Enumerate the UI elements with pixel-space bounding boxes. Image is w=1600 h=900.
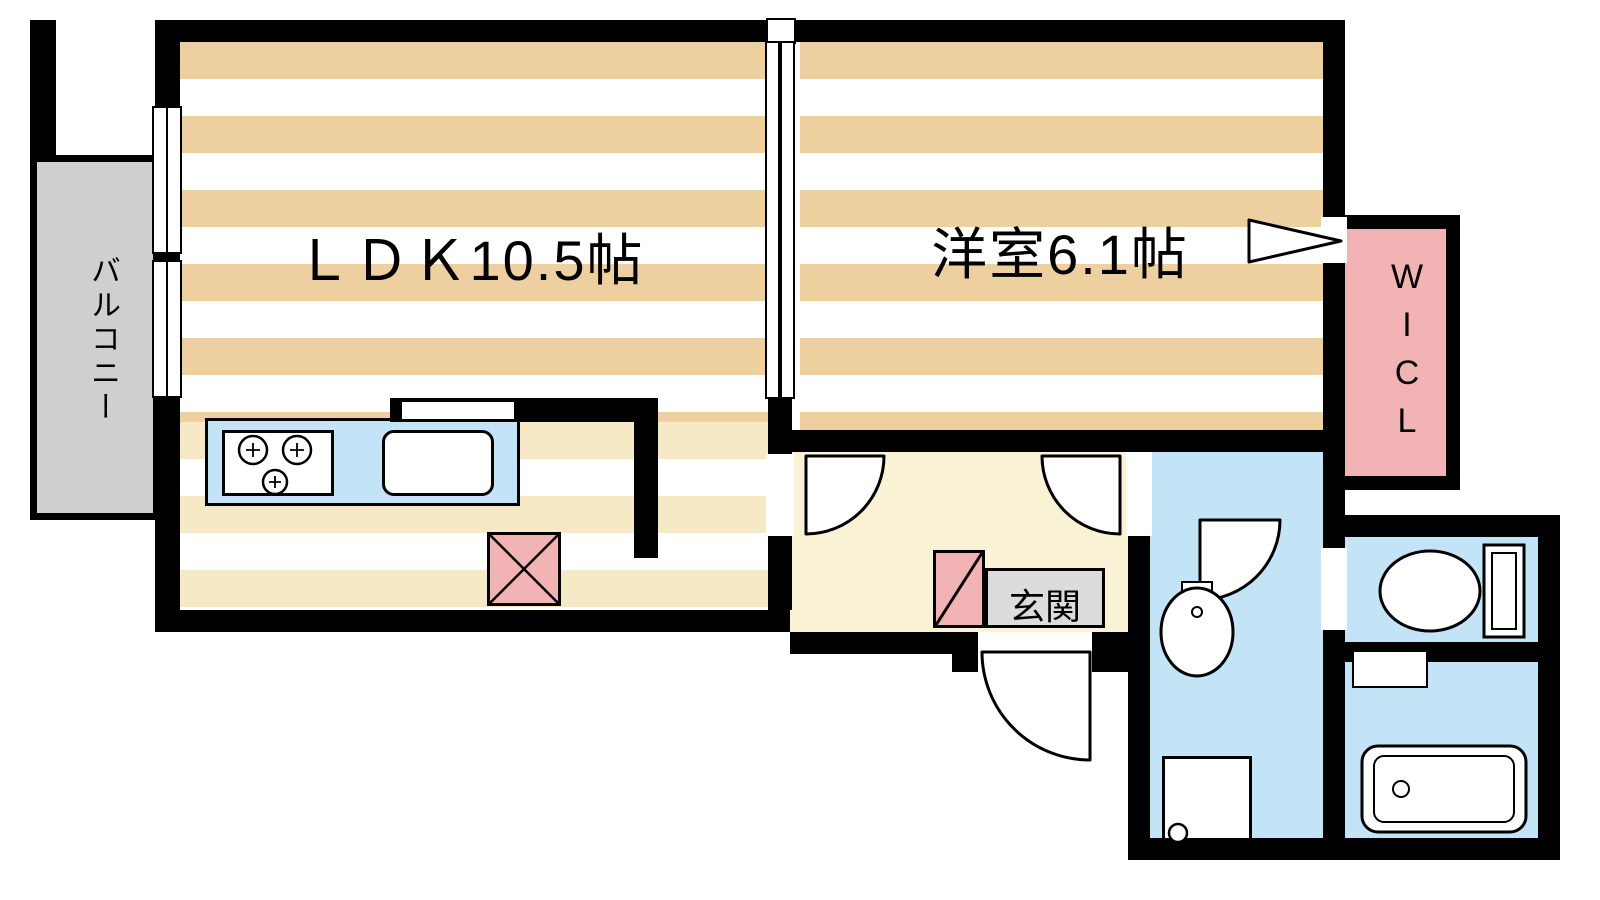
wall-segment xyxy=(1446,215,1460,490)
entrance-label: 玄関 xyxy=(1008,586,1081,627)
front-door xyxy=(933,550,985,628)
walk-in-closet-floor xyxy=(1345,229,1446,476)
sliding-partition xyxy=(765,41,795,399)
wall-segment xyxy=(1345,215,1460,229)
wall-segment xyxy=(790,632,960,654)
western-room-label: 洋室6.1帖 xyxy=(931,223,1189,286)
wall-segment xyxy=(1538,515,1560,860)
closet-door-opening xyxy=(1321,217,1347,263)
pipe-space-box xyxy=(487,532,561,606)
washroom-door-opening xyxy=(1126,452,1152,536)
wall-segment xyxy=(952,632,978,672)
wall-segment xyxy=(1128,452,1150,860)
window xyxy=(152,106,182,254)
ldk-label: ＬＤＫ10.5帖 xyxy=(295,229,645,292)
wall-segment xyxy=(1323,20,1345,860)
wall-segment xyxy=(1092,632,1128,672)
wall-segment xyxy=(1345,476,1460,490)
wall-segment xyxy=(786,430,1345,452)
wall-segment xyxy=(30,20,56,160)
kitchen-sink xyxy=(382,430,494,496)
wall-segment xyxy=(1128,838,1560,860)
pass-through-window xyxy=(400,400,516,421)
western-room-floor xyxy=(800,42,1323,430)
wall-segment xyxy=(1345,515,1560,537)
door-opening xyxy=(766,454,794,536)
bathroom-floor xyxy=(1345,662,1538,838)
wall-break xyxy=(766,18,796,44)
walk-in-closet-label: WICL xyxy=(1388,258,1426,450)
bathroom-door xyxy=(1352,650,1428,688)
balcony-label: バルコニー xyxy=(86,255,119,425)
toilet-door-opening xyxy=(1321,548,1347,630)
wall-segment xyxy=(155,20,1345,42)
toilet-room-floor xyxy=(1345,537,1538,642)
wall-segment xyxy=(155,610,790,632)
window xyxy=(152,260,182,398)
wall-segment xyxy=(634,398,658,558)
stove-unit xyxy=(222,430,334,496)
entrance-mat xyxy=(985,568,1105,628)
washing-machine-pan xyxy=(1162,756,1252,846)
